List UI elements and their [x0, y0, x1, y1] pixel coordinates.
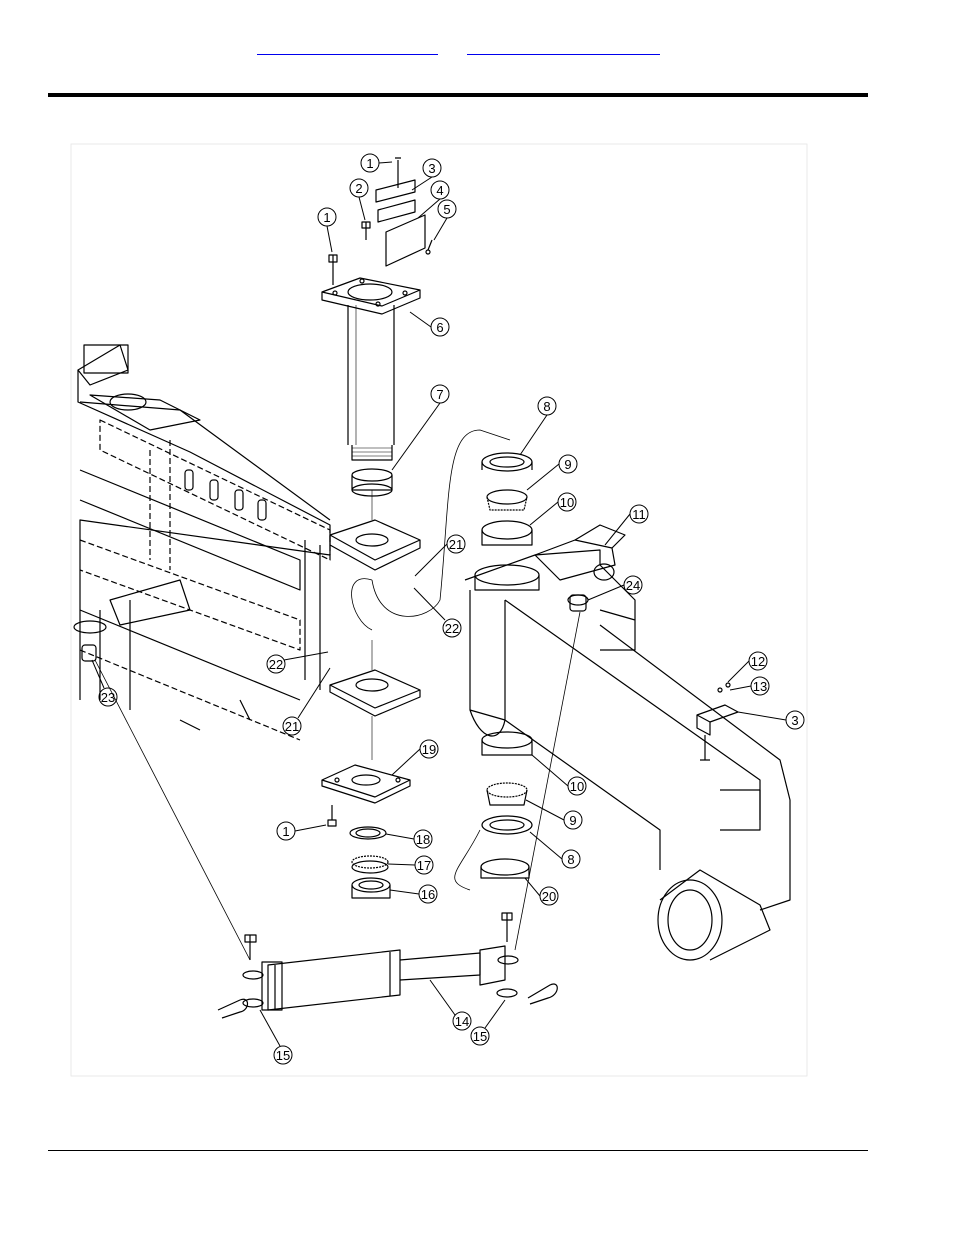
callout-number: 1: [282, 824, 289, 839]
callout-number: 22: [269, 657, 283, 672]
callout-number: 3: [428, 161, 435, 176]
callout-number: 14: [455, 1014, 469, 1029]
callout-number: 23: [101, 690, 115, 705]
callout-number: 12: [751, 654, 765, 669]
callout-number: 3: [791, 713, 798, 728]
callout-number: 10: [570, 779, 584, 794]
callout-number: 11: [632, 507, 646, 522]
main-frame: [73, 344, 331, 741]
callout-number: 4: [436, 183, 443, 198]
callout-number: 20: [542, 889, 556, 904]
callout-number: 1: [323, 210, 330, 225]
callout-number: 17: [417, 858, 431, 873]
callout-number: 1: [366, 156, 373, 171]
bearing-stack-upper: [474, 452, 540, 591]
callout-number: 2: [355, 181, 362, 196]
callout-number: 19: [422, 742, 436, 757]
callout-number: 22: [445, 621, 459, 636]
parts-diagram: 1 3 2 4 5 1 6 7 8 9 10 11 24 21 22 22 21…: [70, 143, 810, 1078]
spindle-assembly: [321, 254, 511, 899]
callout-labels: [91, 153, 805, 1065]
callout-number: 21: [449, 537, 463, 552]
nav-link-right[interactable]: [467, 38, 660, 55]
callout-number: 6: [436, 320, 443, 335]
header-rule: [48, 93, 868, 97]
hydraulic-cylinder: [94, 611, 581, 1019]
callout-number: 9: [564, 457, 571, 472]
callout-number: 16: [421, 887, 435, 902]
callout-number: 24: [626, 578, 640, 593]
nav-links: [0, 38, 954, 58]
callout-number: 18: [416, 832, 430, 847]
nav-link-left[interactable]: [257, 38, 438, 55]
callout-numbers: 1 3 2 4 5 1 6 7 8 9 10 11 24 21 22 22 21…: [101, 156, 799, 1063]
callout-number: 7: [436, 387, 443, 402]
callout-number: 8: [543, 399, 550, 414]
footer-rule: [48, 1150, 868, 1151]
top-bracket: [361, 157, 433, 267]
callout-number: 5: [443, 202, 450, 217]
callout-number: 15: [276, 1048, 290, 1063]
steering-arm: [464, 524, 791, 961]
callout-number: 10: [560, 495, 574, 510]
callout-number: 21: [285, 719, 299, 734]
callout-number: 9: [569, 813, 576, 828]
callout-number: 13: [753, 679, 767, 694]
callout-number: 8: [567, 852, 574, 867]
bearing-stack-lower: [454, 731, 533, 891]
callout-number: 15: [473, 1029, 487, 1044]
